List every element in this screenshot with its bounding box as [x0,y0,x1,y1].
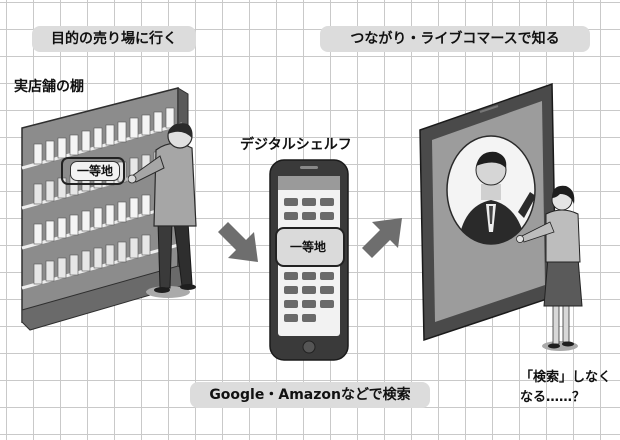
caption-shop-visit: 目的の売り場に行く [32,26,196,52]
arrow-right-down-icon [218,222,258,262]
shopper-man-icon [127,123,197,298]
label-no-search-line1: 「検索」しなく [520,370,612,385]
label-no-search-line2: なる……？ [520,390,586,405]
woman-viewer-icon [516,185,583,351]
label-store-shelf: 実店舗の棚 [14,79,84,95]
livestreamer-icon [446,135,536,245]
label-prime-spot-digital: 一等地 [290,240,327,254]
label-digital-shelf: デジタルシェルフ [240,137,352,153]
label-prime-spot-store: 一等地 [70,161,121,181]
caption-live-commerce: つながり・ライブコマースで知る [320,26,590,52]
smartphone-icon [269,159,349,361]
caption-search: Google・Amazonなどで検索 [190,382,430,408]
arrow-right-up-icon [362,218,402,258]
